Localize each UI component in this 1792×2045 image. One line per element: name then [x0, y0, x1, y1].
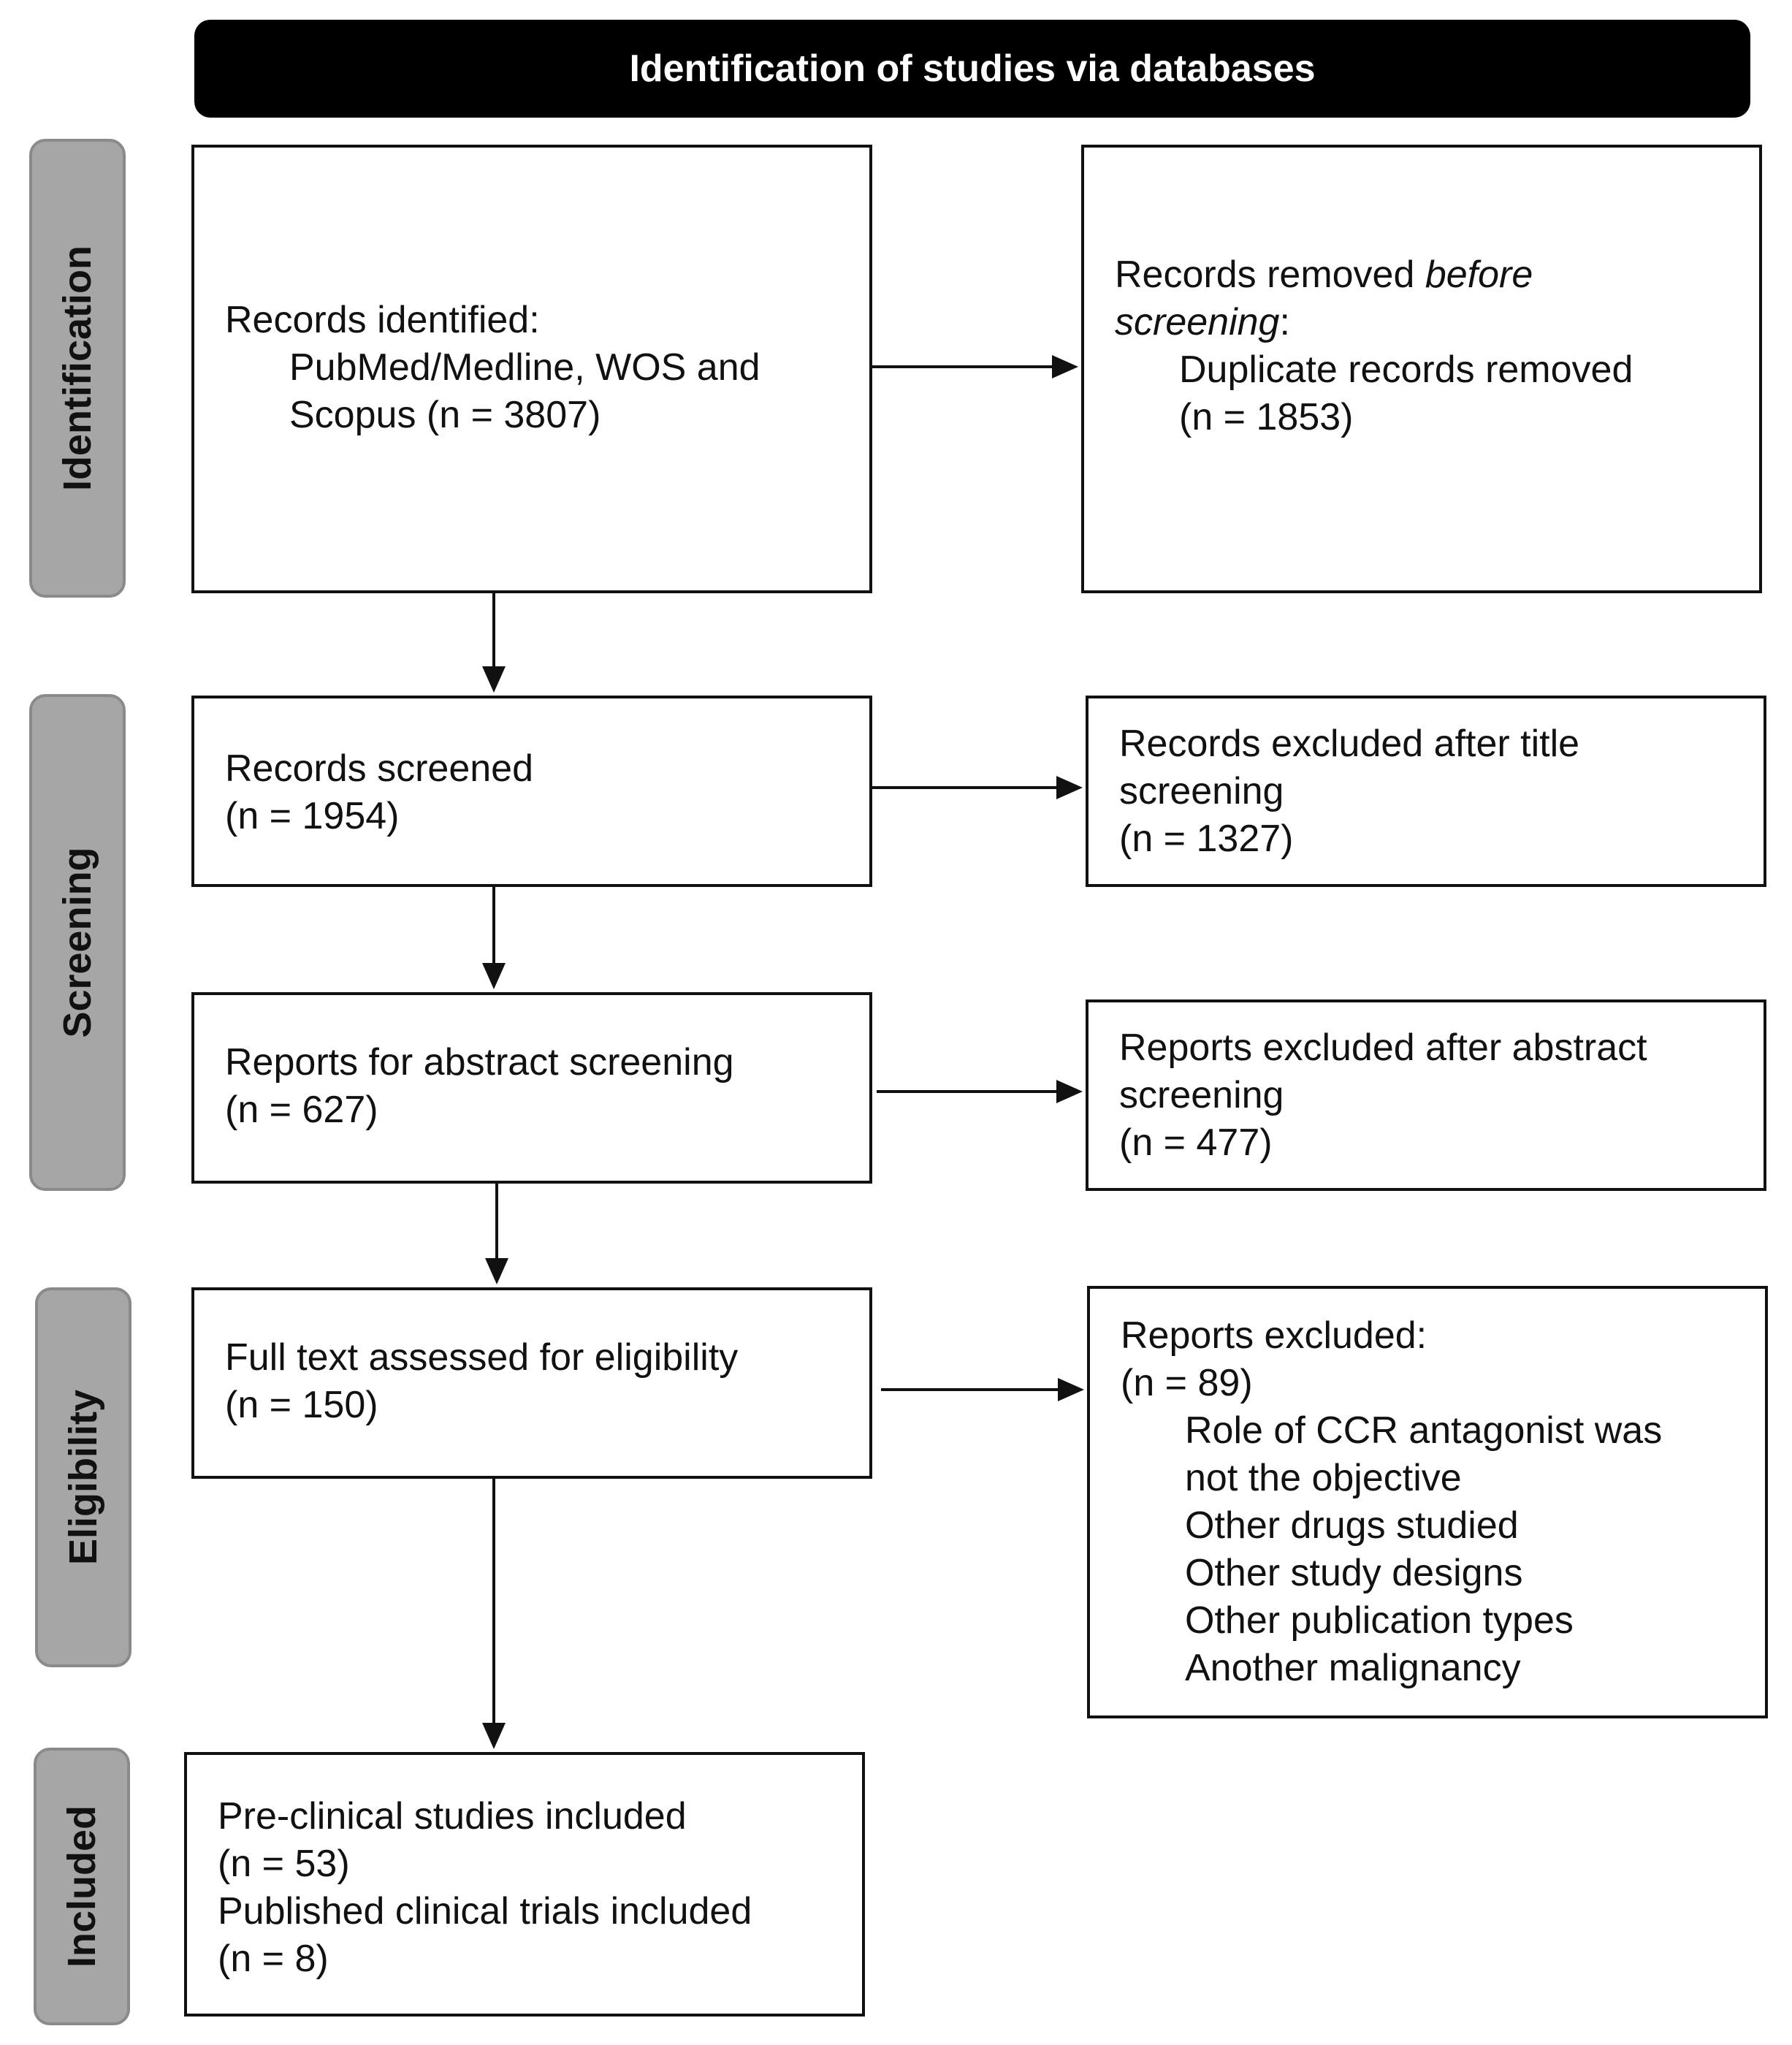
records-excluded-title-count: (n = 1327): [1119, 818, 1294, 860]
phase-included: Included: [34, 1748, 130, 2025]
records-identified-sources: PubMed/Medline, WOS and: [289, 346, 760, 389]
exclusion-reason: Other study designs: [1185, 1552, 1523, 1594]
arrowhead: [482, 963, 506, 989]
duplicates-label: Duplicate records removed: [1179, 349, 1633, 391]
excluded-abstract-box: Reports excluded after abstract screenin…: [1086, 999, 1766, 1191]
reports-excluded-count: (n = 89): [1121, 1362, 1253, 1404]
records-identified-count: Scopus (n = 3807): [289, 394, 601, 436]
records-screened-box: Records screened (n = 1954): [191, 696, 872, 887]
records-excluded-title-line1: Records excluded after title: [1119, 723, 1580, 765]
exclusion-reason: not the objective: [1185, 1457, 1462, 1499]
preclinical-title: Pre-clinical studies included: [218, 1795, 687, 1838]
records-removed-title-line2: screening:: [1115, 299, 1745, 346]
records-screened-count: (n = 1954): [225, 795, 400, 837]
full-text-title: Full text assessed for eligibility: [225, 1336, 739, 1379]
clinical-trials-title: Published clinical trials included: [218, 1890, 752, 1932]
exclusion-reason: Another malignancy: [1185, 1647, 1521, 1689]
duplicates-count: (n = 1853): [1179, 396, 1354, 438]
excluded-abstract-line1: Reports excluded after abstract: [1119, 1027, 1647, 1069]
included-box: Pre-clinical studies included (n = 53) P…: [184, 1752, 865, 2017]
full-text-count: (n = 150): [225, 1384, 378, 1426]
excluded-abstract-count: (n = 477): [1119, 1121, 1273, 1164]
header-title: Identification of studies via databases: [629, 47, 1316, 90]
phase-identification: Identification: [29, 139, 126, 598]
records-removed-title: Records removed before: [1115, 251, 1745, 299]
abstract-screening-count: (n = 627): [225, 1089, 378, 1131]
records-screened-title: Records screened: [225, 747, 533, 790]
abstract-screening-box: Reports for abstract screening (n = 627): [191, 992, 872, 1184]
arrowhead: [482, 1723, 506, 1749]
full-text-box: Full text assessed for eligibility (n = …: [191, 1287, 872, 1479]
header-banner: Identification of studies via databases: [194, 20, 1750, 118]
phase-eligibility: Eligibility: [35, 1287, 131, 1667]
records-identified-title: Records identified:: [225, 299, 540, 341]
records-removed-title-c: screening: [1115, 301, 1280, 343]
abstract-screening-title: Reports for abstract screening: [225, 1041, 734, 1084]
records-excluded-title-line2: screening: [1119, 770, 1284, 812]
clinical-trials-count: (n = 8): [218, 1938, 329, 1980]
records-removed-title-a: Records removed: [1115, 254, 1425, 296]
arrowhead: [1058, 1378, 1084, 1401]
exclusion-reason: Other publication types: [1185, 1599, 1574, 1642]
phase-screening: Screening: [29, 694, 126, 1191]
records-removed-title-d: :: [1279, 301, 1290, 343]
arrowhead: [482, 666, 506, 693]
records-removed-box: Records removed before screening: Duplic…: [1081, 145, 1762, 593]
arrowhead: [485, 1258, 508, 1284]
exclusion-reason: Role of CCR antagonist was: [1185, 1409, 1663, 1452]
records-identified-box: Records identified: PubMed/Medline, WOS …: [191, 145, 872, 593]
exclusion-reason: Other drugs studied: [1185, 1504, 1519, 1547]
records-removed-title-b: before: [1425, 254, 1533, 296]
records-excluded-title-box: Records excluded after title screening (…: [1086, 696, 1766, 887]
excluded-abstract-line2: screening: [1119, 1074, 1284, 1116]
preclinical-count: (n = 53): [218, 1843, 350, 1885]
reports-excluded-title: Reports excluded:: [1121, 1314, 1427, 1357]
arrowhead: [1056, 776, 1083, 799]
arrowhead: [1056, 1080, 1083, 1103]
arrowhead: [1052, 355, 1078, 378]
reports-excluded-box: Reports excluded: (n = 89) Role of CCR a…: [1087, 1286, 1768, 1718]
